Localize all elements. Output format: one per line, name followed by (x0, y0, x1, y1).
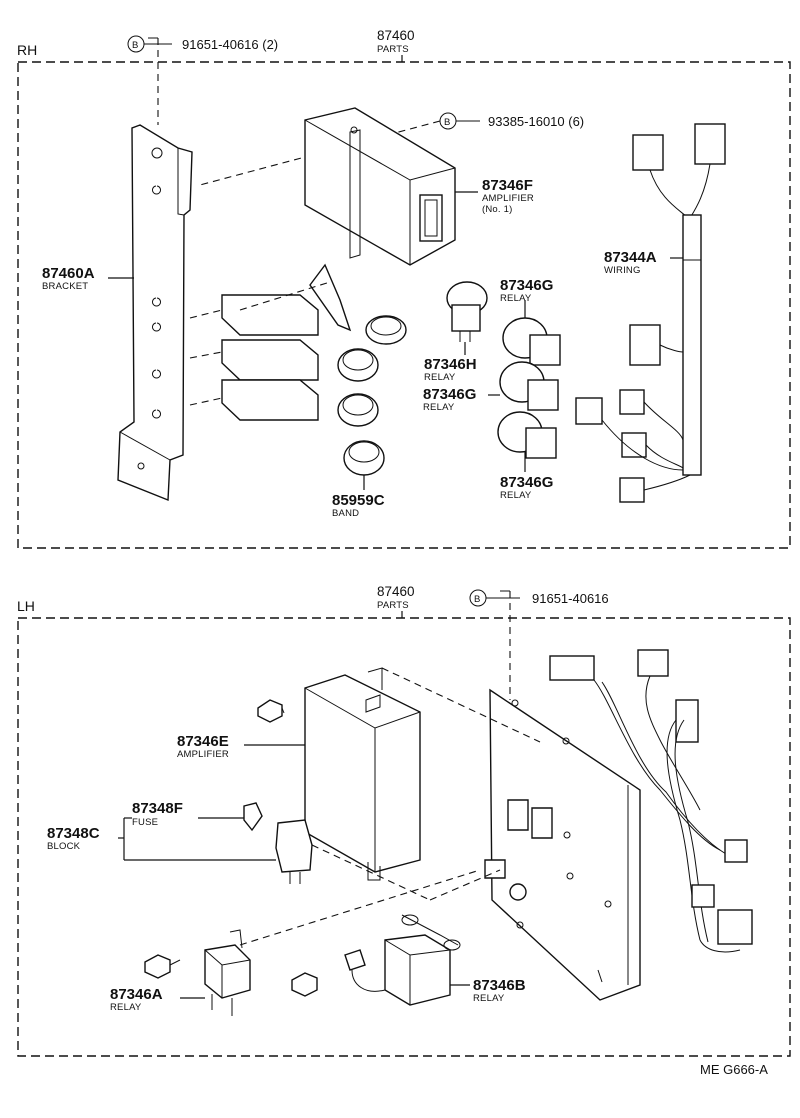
rh-relay-h-name: RELAY (424, 372, 456, 383)
rh-clip-brackets (189, 263, 352, 421)
rh-amplifier-sub: (No. 1) (482, 204, 512, 215)
rh-parts-number: 87460 (377, 28, 415, 43)
rh-parts-name: PARTS (377, 44, 409, 55)
rh-relay-g1-number: 87346G (500, 277, 553, 294)
lh-section-frame (17, 617, 791, 1057)
lh-relay-a-drawing (144, 869, 481, 1016)
rh-wiring-name: WIRING (604, 265, 641, 276)
rh-relay-g2-name: RELAY (423, 402, 455, 413)
lh-bolt-1-drawing (257, 699, 285, 723)
rh-relay-h-drawing (446, 281, 488, 342)
lh-bolt-number: 91651-40616 (532, 591, 609, 606)
lh-block-number: 87348C (47, 825, 100, 842)
rh-bolt-number: 91651-40616 (2) (182, 37, 278, 52)
rh-bands-drawing (337, 315, 407, 476)
lh-amplifier-name: AMPLIFIER (177, 749, 229, 760)
lh-wiring-drawing (549, 649, 753, 953)
rh-amplifier-name: AMPLIFIER (482, 193, 534, 204)
rh-band-name: BAND (332, 508, 359, 519)
rh-bolt-callout: B 91651-40616 (2) (127, 35, 278, 125)
rh-relay-g2-number: 87346G (423, 386, 476, 403)
rh-band-number: 85959C (332, 492, 385, 509)
lh-section-label: LH (17, 598, 35, 614)
rh-relay-g1-name: RELAY (500, 293, 532, 304)
lh-fuse-block-drawing (243, 802, 501, 901)
figure-code: ME G666-A (700, 1062, 768, 1077)
rh-screw-number: 93385-16010 (6) (488, 114, 584, 129)
rh-wiring-drawing (575, 123, 726, 503)
rh-section: RH 87460 PARTS B 91651-40616 (2) B 93385… (17, 28, 791, 549)
rh-bracket-drawing (117, 124, 193, 502)
rh-relay-g-drawings (497, 317, 561, 459)
lh-block-name: BLOCK (47, 841, 81, 852)
lh-relay-a-name: RELAY (110, 1002, 142, 1013)
lh-bolt-symbol: B (474, 594, 481, 605)
rh-relay-h-number: 87346H (424, 356, 477, 373)
lh-bolt-callout: B 91651-40616 (469, 589, 609, 700)
rh-section-frame (17, 61, 791, 549)
lh-plate-drawing (484, 688, 641, 1001)
lh-parts-number: 87460 (377, 584, 415, 599)
lh-relay-a-number: 87346A (110, 986, 163, 1003)
lh-section: LH 87460 PARTS B 91651-40616 (17, 584, 791, 1057)
lh-relay-b-name: RELAY (473, 993, 505, 1004)
rh-section-label: RH (17, 42, 37, 58)
lh-fuse-number: 87348F (132, 800, 183, 817)
lh-amplifier-number: 87346E (177, 733, 229, 750)
rh-bolt-symbol: B (132, 40, 139, 51)
lh-parts-name: PARTS (377, 600, 409, 611)
rh-relay-g3-name: RELAY (500, 490, 532, 501)
rh-screw-symbol: B (444, 117, 451, 128)
rh-bracket-name: BRACKET (42, 281, 88, 292)
rh-relay-g3-number: 87346G (500, 474, 553, 491)
lh-relay-b-number: 87346B (473, 977, 526, 994)
rh-amplifier-drawing (304, 107, 456, 266)
rh-wiring-number: 87344A (604, 249, 657, 266)
rh-bracket-number: 87460A (42, 265, 95, 282)
lh-relay-b-drawing (291, 914, 461, 1006)
lh-fuse-name: FUSE (132, 817, 158, 828)
rh-amplifier-number: 87346F (482, 177, 533, 194)
